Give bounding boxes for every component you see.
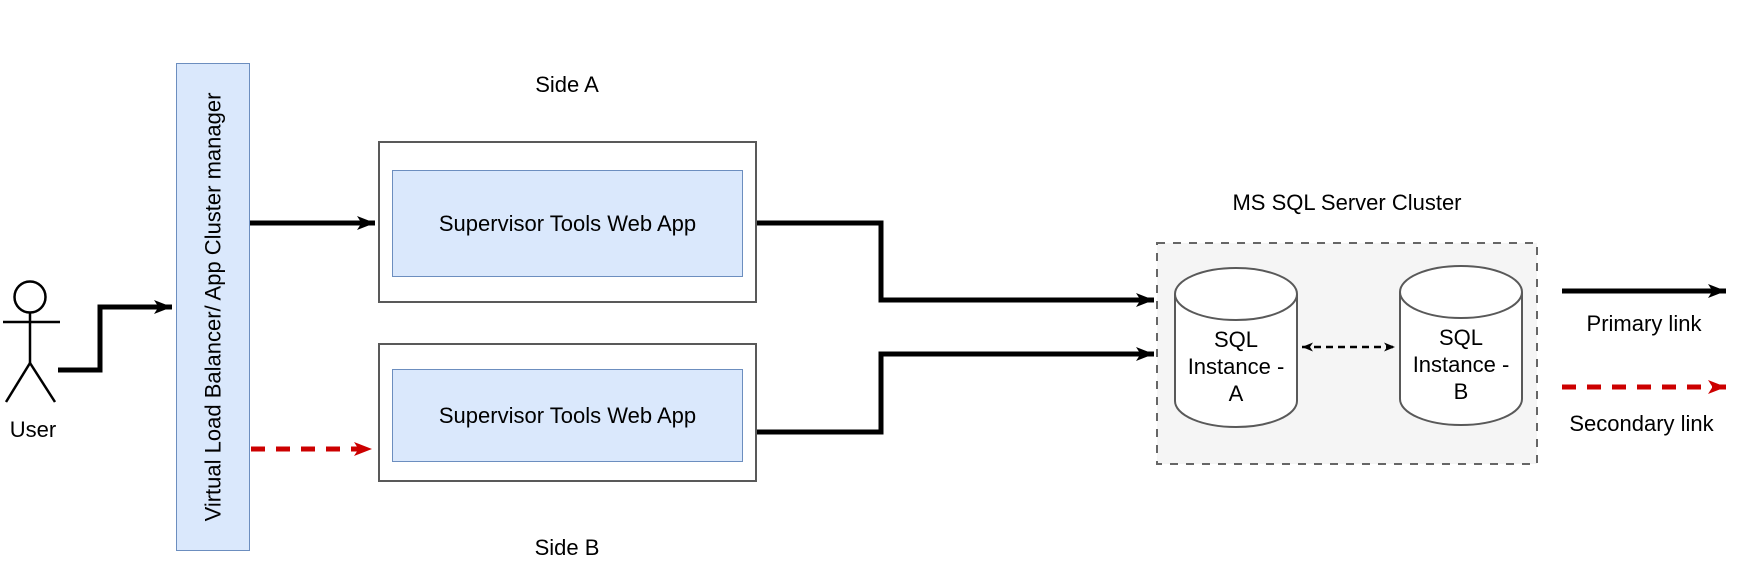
side-a-caption: Side A xyxy=(535,72,599,97)
legend-primary-label: Primary link xyxy=(1586,311,1702,336)
side-b-to-cluster-arrow xyxy=(757,347,1154,435)
sql-cluster-title: MS SQL Server Cluster xyxy=(1232,190,1462,215)
legend-secondary-label: Secondary link xyxy=(1569,411,1714,436)
side-a-to-cluster-arrow xyxy=(757,220,1154,307)
side-b-web-app-label: Supervisor Tools Web App xyxy=(438,402,697,428)
user-label: User xyxy=(9,417,57,442)
side-a-container: Supervisor Tools Web App xyxy=(378,141,757,303)
side-b-caption: Side B xyxy=(534,535,600,560)
side-a-web-app-label: Supervisor Tools Web App xyxy=(438,210,697,236)
side-a-web-app-node: Supervisor Tools Web App xyxy=(392,170,743,277)
sql-instance-b-label: SQL Instance - B xyxy=(1412,325,1510,404)
sql-instance-a-label: SQL Instance - A xyxy=(1187,327,1285,406)
load-balancer-node: Virtual Load Balancer/ App Cluster manag… xyxy=(176,63,250,551)
side-b-container: Supervisor Tools Web App xyxy=(378,343,757,482)
sql-instance-b-shape xyxy=(1399,265,1523,426)
sql-instance-a-shape xyxy=(1174,267,1298,428)
user-actor-icon xyxy=(3,280,60,403)
user-to-load-balancer-arrow xyxy=(58,300,172,373)
side-b-web-app-node: Supervisor Tools Web App xyxy=(392,369,743,462)
